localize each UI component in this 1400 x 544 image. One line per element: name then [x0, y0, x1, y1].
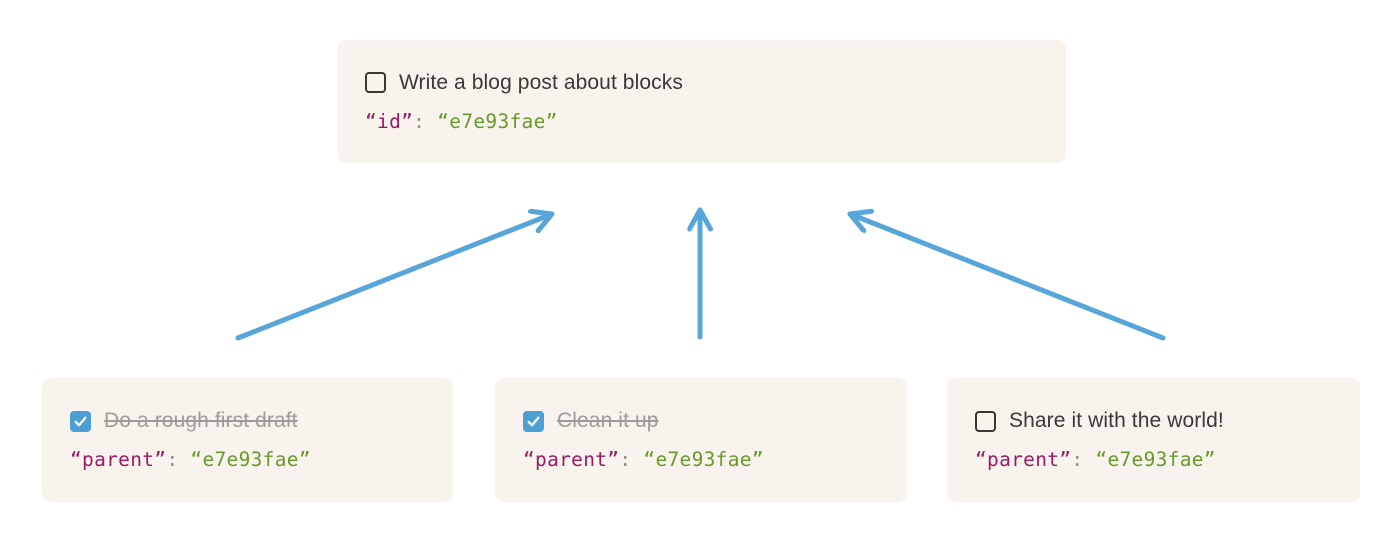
code-key: “parent”	[523, 448, 620, 471]
code-colon: :	[619, 448, 632, 471]
code-key: “id”	[365, 109, 414, 133]
code-value: “e7e93fae”	[178, 448, 311, 471]
task-row: Do a rough first draft	[70, 409, 425, 433]
checkbox-checked-icon[interactable]	[523, 410, 544, 432]
block-id-code: “id”: “e7e93fae”	[365, 110, 1038, 133]
code-key: “parent”	[975, 448, 1072, 471]
code-colon: :	[1071, 448, 1084, 471]
code-value: “e7e93fae”	[425, 109, 558, 133]
child-block-card-3: Share it with the world! “parent”: “e7e9…	[947, 378, 1360, 502]
parent-block-card: Write a blog post about blocks “id”: “e7…	[337, 40, 1066, 163]
child-block-card-2: Clean it up “parent”: “e7e93fae”	[495, 378, 907, 502]
arrow-child3-to-parent	[847, 214, 1166, 341]
checkbox-unchecked-icon[interactable]	[975, 410, 996, 432]
code-key: “parent”	[70, 448, 167, 471]
task-row: Write a blog post about blocks	[365, 71, 1038, 95]
checkbox-checked-icon[interactable]	[70, 410, 91, 432]
checkbox-unchecked-icon[interactable]	[365, 72, 386, 93]
task-title: Write a blog post about blocks	[399, 70, 683, 94]
task-row: Share it with the world!	[975, 409, 1332, 433]
task-title: Do a rough first draft	[104, 409, 298, 432]
block-parent-code: “parent”: “e7e93fae”	[523, 448, 879, 471]
task-title: Clean it up	[557, 409, 659, 432]
task-row: Clean it up	[523, 409, 879, 433]
block-parent-code: “parent”: “e7e93fae”	[70, 448, 425, 471]
child-block-card-1: Do a rough first draft “parent”: “e7e93f…	[42, 378, 453, 502]
code-value: “e7e93fae”	[1083, 448, 1216, 471]
block-parent-code: “parent”: “e7e93fae”	[975, 448, 1332, 471]
code-colon: :	[166, 448, 179, 471]
code-value: “e7e93fae”	[631, 448, 764, 471]
code-colon: :	[413, 109, 426, 133]
task-title: Share it with the world!	[1009, 409, 1224, 432]
arrow-child1-to-parent	[235, 214, 555, 341]
